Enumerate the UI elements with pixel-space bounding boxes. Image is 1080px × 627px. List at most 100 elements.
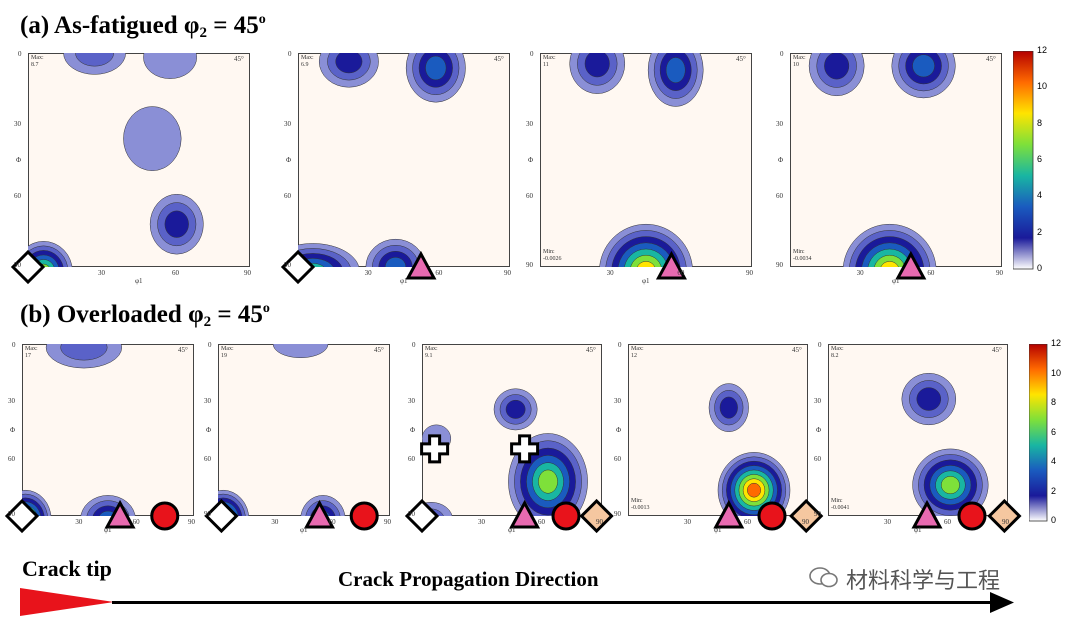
- contour-level: [584, 53, 610, 78]
- y-tick-30: 30: [614, 397, 621, 406]
- y-axis-label: Φ: [528, 156, 534, 164]
- circle-marker: [957, 501, 987, 531]
- x-tick-30: 30: [271, 518, 279, 526]
- contour-level: [630, 254, 662, 267]
- y-tick-60: 60: [526, 191, 533, 200]
- y-tick-0: 0: [208, 341, 212, 349]
- crack-propagation-direction-label: Crack Propagation Direction: [338, 567, 599, 591]
- max-annotation: Max:6.9: [301, 55, 314, 69]
- x-tick-60: 60: [132, 518, 140, 526]
- x-axis-label: φ1: [300, 526, 308, 534]
- crack-tip-icon: [20, 588, 114, 616]
- phi2-corner-label: 45°: [234, 55, 244, 63]
- y-tick-60: 60: [776, 191, 783, 200]
- x-tick-90: 90: [802, 518, 809, 526]
- phi2-corner-label: 45°: [992, 346, 1002, 354]
- phi2-corner-label: 45°: [586, 346, 596, 354]
- odf-contours: [569, 53, 704, 280]
- y-tick-60: 60: [14, 191, 21, 200]
- row-a-phi-sub: 2: [199, 25, 208, 41]
- x-tick-90: 90: [996, 269, 1003, 277]
- y-tick-90: 90: [204, 510, 211, 518]
- phi2-corner-label: 45°: [178, 346, 188, 354]
- y-tick-90: 90: [14, 261, 21, 269]
- colorbar-tick: 4: [1037, 190, 1043, 201]
- triangle-marker: [509, 499, 541, 529]
- wechat-icon: [808, 566, 840, 588]
- y-tick-60: 60: [8, 454, 15, 463]
- min-label: Min:: [831, 498, 843, 504]
- odf-contours: [901, 372, 1022, 534]
- diamond-marker: [10, 249, 46, 285]
- contour-level: [874, 254, 906, 267]
- x-tick-60: 60: [435, 269, 443, 277]
- contour-level: [940, 476, 960, 495]
- y-tick-90: 90: [8, 510, 15, 518]
- odf-plot-area: [298, 53, 510, 267]
- max-label: Max:: [543, 55, 556, 61]
- max-label: Max:: [221, 346, 234, 352]
- y-axis-label: Φ: [778, 156, 784, 164]
- min-annotation: Min:-0.0041: [831, 498, 850, 512]
- propagation-arrow-line: [112, 601, 997, 604]
- max-label: Max:: [31, 55, 44, 61]
- row-a-title: (a) As-fatigued φ2 = 45o: [20, 12, 266, 42]
- x-axis-label: φ1: [914, 526, 922, 534]
- x-tick-30: 30: [606, 269, 614, 277]
- row-a-eq: = 45: [207, 12, 259, 39]
- odf-contours: [204, 344, 379, 534]
- x-tick-60: 60: [744, 518, 751, 526]
- contour-level: [143, 53, 197, 79]
- max-value: 9.1: [425, 353, 433, 359]
- x-axis-label: φ1: [135, 277, 143, 285]
- y-tick-90: 90: [814, 510, 821, 518]
- y-tick-90: 90: [776, 261, 783, 269]
- triangle-marker: [405, 250, 437, 280]
- x-tick-90: 90: [244, 269, 251, 277]
- contour-level: [164, 210, 189, 238]
- phi2-corner-label: 45°: [494, 55, 504, 63]
- contour-level: [505, 399, 526, 419]
- colorbar-tick: 6: [1037, 154, 1043, 164]
- colorbar-tick: 0: [1037, 263, 1043, 273]
- x-tick-60: 60: [927, 269, 935, 277]
- colorbar-tick: 8: [1051, 397, 1057, 407]
- x-tick-60: 60: [944, 518, 951, 526]
- peach-diamond-marker: [789, 498, 824, 534]
- diamond-marker: [204, 498, 239, 534]
- row-a-deg: o: [258, 12, 266, 27]
- colorbar-tick: 2: [1051, 485, 1057, 496]
- max-annotation: Max:17: [25, 346, 38, 360]
- contour-level: [916, 387, 942, 411]
- x-tick-90: 90: [596, 518, 603, 526]
- x-tick-30: 30: [884, 518, 891, 526]
- x-tick-90: 90: [1002, 518, 1009, 526]
- y-tick-0: 0: [412, 341, 416, 349]
- x-tick-90: 90: [746, 269, 753, 277]
- circle-marker: [349, 501, 379, 531]
- max-label: Max:: [631, 346, 644, 352]
- odf-contours: [808, 53, 956, 280]
- y-tick-0: 0: [12, 341, 16, 349]
- crack-tip-label: Crack tip: [22, 556, 112, 581]
- y-tick-0: 0: [780, 50, 784, 58]
- colorbar-tick: 12: [1051, 338, 1062, 348]
- x-tick-30: 30: [98, 269, 105, 277]
- row-a-phi: φ: [183, 12, 200, 39]
- max-value: 19: [221, 353, 227, 359]
- contour-level: [538, 469, 558, 494]
- max-value: 6.9: [301, 62, 309, 68]
- contour-level: [747, 482, 761, 498]
- min-annotation: Min:-0.0034: [793, 249, 812, 263]
- phi2-corner-label: 45°: [736, 55, 746, 63]
- triangle-marker: [104, 499, 136, 529]
- row-a-label: (a): [20, 12, 50, 39]
- x-tick-60: 60: [328, 518, 336, 526]
- x-axis-label: φ1: [642, 277, 650, 285]
- contour-level: [425, 55, 447, 81]
- odf-contours: [708, 383, 824, 534]
- colorbar-gradient: [1013, 51, 1034, 270]
- row-a-title-text: As-fatigued: [54, 12, 178, 39]
- colorbar-tick: 10: [1051, 367, 1062, 378]
